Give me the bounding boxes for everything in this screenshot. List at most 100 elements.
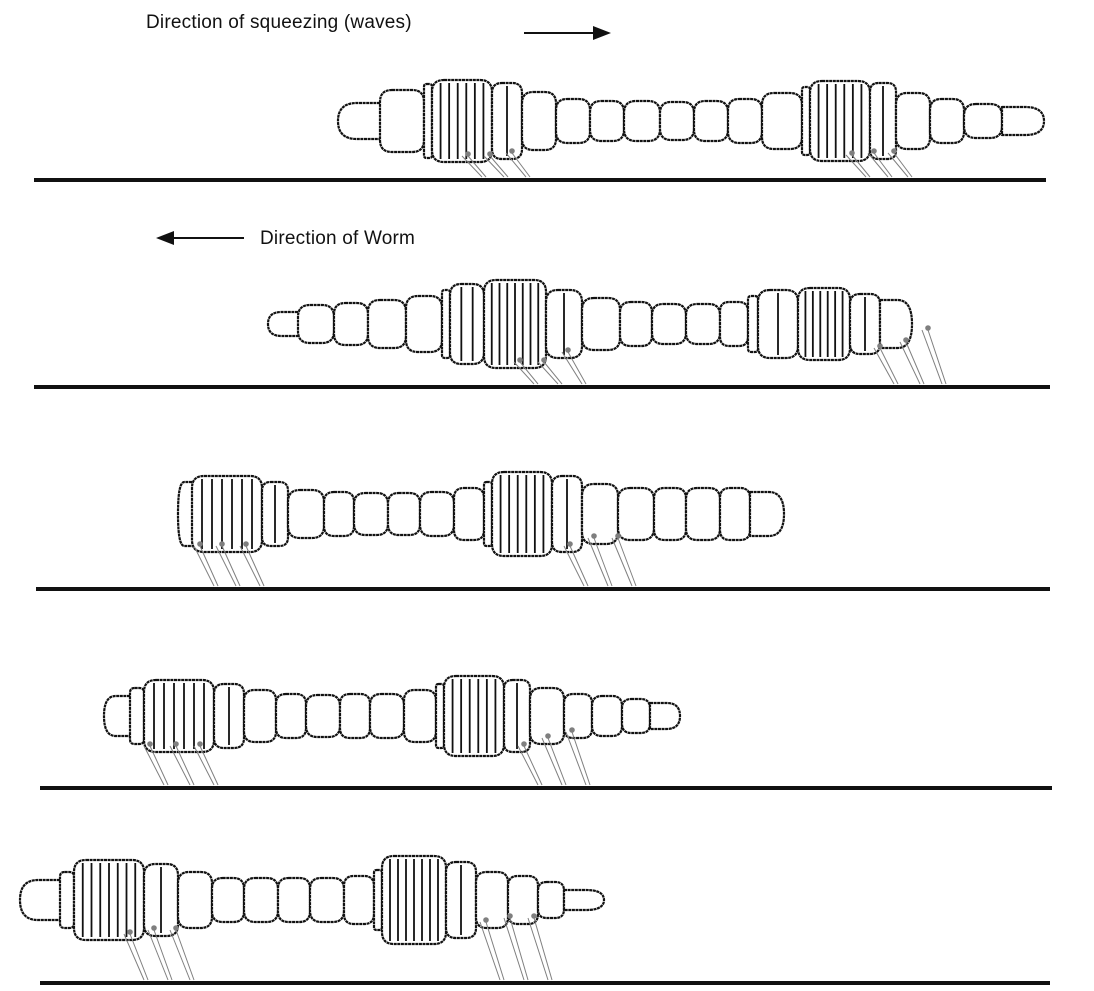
body-segment	[404, 690, 436, 742]
seta-bristle	[888, 153, 908, 177]
worm-arrow-head	[156, 231, 174, 245]
seta-bristle	[538, 362, 558, 384]
seta-bristle	[528, 918, 548, 980]
body-segment	[406, 296, 442, 352]
body-segment	[660, 102, 694, 140]
seta-dot	[565, 347, 571, 353]
body-segment	[324, 492, 354, 536]
seta-bristle	[612, 538, 632, 586]
seta-bristle	[176, 930, 194, 980]
seta-bristle	[534, 918, 552, 980]
body-segment	[340, 694, 370, 738]
seta-bristle	[894, 153, 912, 177]
body-segment	[624, 101, 660, 141]
seta-dot	[849, 150, 855, 156]
body-segment	[334, 303, 368, 345]
body-segment	[484, 482, 492, 546]
seta-dot	[545, 733, 551, 739]
body-segment	[298, 305, 334, 343]
worm-stage-2	[34, 280, 1050, 387]
body-segment	[60, 872, 74, 928]
body-segment	[212, 878, 244, 922]
body-segment	[344, 876, 374, 924]
seta-dot	[173, 741, 179, 747]
seta-bristle	[594, 538, 612, 586]
seta-bristle	[906, 342, 924, 384]
worm-stage-5	[20, 856, 1050, 983]
body-segment	[442, 290, 450, 358]
seta-dot	[877, 343, 883, 349]
body-segment	[590, 101, 624, 141]
body-segment	[420, 492, 454, 536]
seta-dot	[197, 541, 203, 547]
seta-bristle	[512, 153, 530, 177]
worm-stages	[20, 80, 1052, 983]
seta-dot	[127, 929, 133, 935]
seta-dot	[615, 533, 621, 539]
seta-dot	[521, 741, 527, 747]
body-segment	[178, 482, 192, 546]
seta-bristle	[922, 330, 942, 384]
seta-dot	[925, 325, 931, 331]
seta-bristle	[566, 732, 586, 785]
seta-bristle	[130, 934, 148, 980]
body-segment	[276, 694, 306, 738]
seta-bristle	[544, 362, 562, 384]
seta-dot	[173, 925, 179, 931]
seta-bristle	[874, 348, 894, 384]
body-segment	[1002, 107, 1044, 135]
seta-bristle	[200, 746, 218, 785]
body-segment	[582, 298, 620, 350]
body-segment	[130, 688, 144, 744]
seta-dot	[151, 925, 157, 931]
body-segment	[476, 872, 508, 928]
seta-bristle	[570, 546, 588, 586]
body-segment	[964, 104, 1002, 138]
body-segment	[368, 300, 406, 348]
seta-bristle	[572, 732, 590, 785]
seta-dot	[541, 357, 547, 363]
body-segment	[720, 488, 750, 540]
body-segment	[450, 284, 484, 364]
seta-bristle	[588, 538, 608, 586]
body-segment	[370, 694, 404, 738]
body-segment	[244, 690, 276, 742]
body-segment	[720, 302, 748, 346]
body-segment	[354, 493, 388, 535]
seta-dot	[903, 337, 909, 343]
body-segment	[652, 304, 686, 344]
seta-bristle	[148, 930, 168, 980]
body-segment	[288, 490, 324, 538]
body-segment	[310, 878, 344, 922]
seta-dot	[483, 917, 489, 923]
body-segment	[436, 684, 444, 748]
body-segment	[268, 312, 298, 336]
seta-dot	[487, 151, 493, 157]
body-segment	[178, 872, 212, 928]
seta-dot	[891, 148, 897, 154]
seta-dot	[871, 148, 877, 154]
body-segment	[380, 90, 424, 152]
seta-dot	[219, 541, 225, 547]
seta-bristle	[480, 922, 500, 980]
body-segment	[622, 699, 650, 733]
seta-dot	[507, 913, 513, 919]
seta-dot	[531, 913, 537, 919]
body-segment	[564, 890, 604, 910]
seta-bristle	[154, 930, 172, 980]
body-segment	[244, 878, 278, 922]
seta-bristle	[548, 738, 566, 785]
seta-bristle	[486, 922, 504, 980]
seta-bristle	[504, 918, 524, 980]
body-segment	[374, 870, 382, 930]
body-segment	[686, 488, 720, 540]
body-segment	[454, 488, 484, 540]
seta-bristle	[524, 746, 542, 785]
body-segment	[564, 694, 592, 738]
body-segment	[618, 488, 654, 540]
body-segment	[522, 92, 556, 150]
body-segment	[388, 493, 420, 535]
worm-stage-4	[40, 676, 1052, 788]
seta-bristle	[900, 342, 920, 384]
